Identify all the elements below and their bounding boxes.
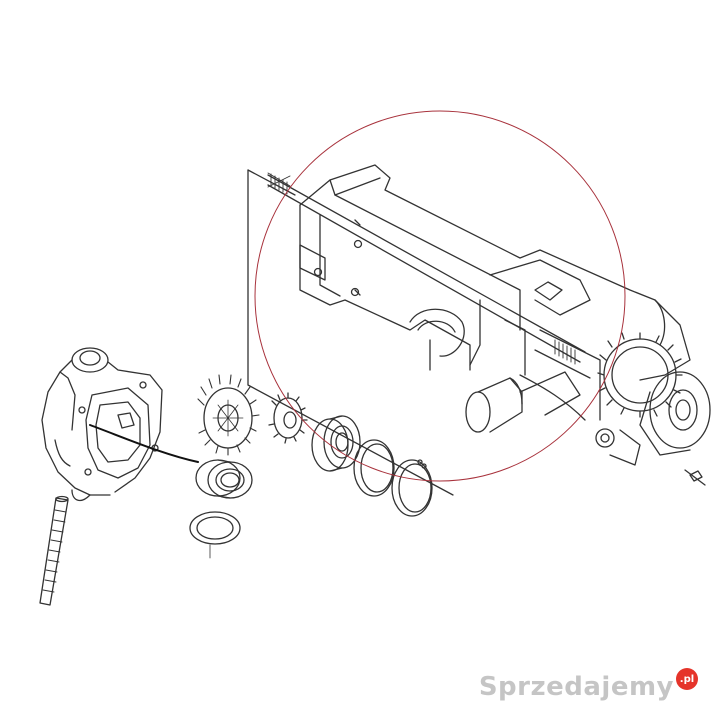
seal-ring (189, 511, 241, 559)
main-housing (299, 164, 691, 421)
watermark-logo: Sprzedajemy .pl (478, 668, 698, 702)
bevel-gear (197, 374, 260, 456)
retaining-ring-1 (353, 439, 395, 497)
threaded-shaft (267, 172, 586, 365)
retaining-ring-2 (391, 459, 433, 517)
leader-line (89, 424, 199, 463)
watermark-text: Sprzedajemy (478, 672, 674, 702)
watermark-badge: .pl (676, 668, 698, 690)
pinion-gear (268, 392, 308, 444)
magnifier-circle-icon (254, 110, 626, 482)
threaded-stud (39, 495, 69, 606)
left-gearbox-housing (41, 347, 163, 502)
front-cylinder (465, 371, 581, 433)
background-panel (247, 169, 454, 496)
lower-bearing (195, 459, 253, 499)
right-gear-bearing (595, 299, 711, 486)
middle-bearing (311, 415, 361, 472)
